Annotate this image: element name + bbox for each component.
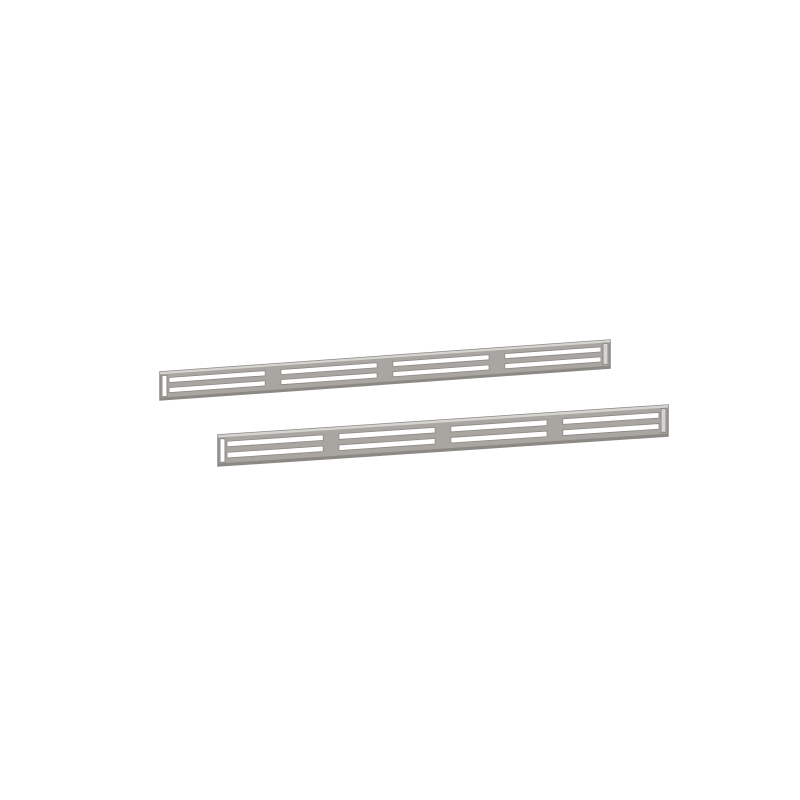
rail-slot [226, 434, 324, 448]
rail-end-opening [602, 342, 609, 366]
rail-bottom-flange [160, 365, 610, 400]
rail-slot [562, 412, 660, 425]
rail-slot [562, 423, 660, 436]
rail-end-opening [219, 438, 226, 463]
rail-slot [280, 372, 378, 386]
rail-top-flange [218, 405, 668, 438]
rail-bottom-flange [218, 433, 668, 466]
rail-end-opening [161, 374, 168, 398]
rail-slot [338, 426, 436, 440]
rail-slot [504, 356, 602, 370]
rail-slot [504, 346, 602, 360]
rail-slot [168, 380, 266, 394]
rail-slot [168, 370, 266, 383]
rail-slot [450, 419, 548, 433]
rail-slot [280, 362, 378, 376]
rail-slot [226, 445, 324, 459]
rails-group [159, 339, 669, 467]
rail-slot [338, 438, 436, 451]
rail-end-opening [660, 408, 667, 433]
rail-slot [392, 364, 490, 378]
rail-top-flange [160, 340, 610, 375]
rail-slot [392, 354, 490, 368]
rail-slot [450, 430, 548, 444]
